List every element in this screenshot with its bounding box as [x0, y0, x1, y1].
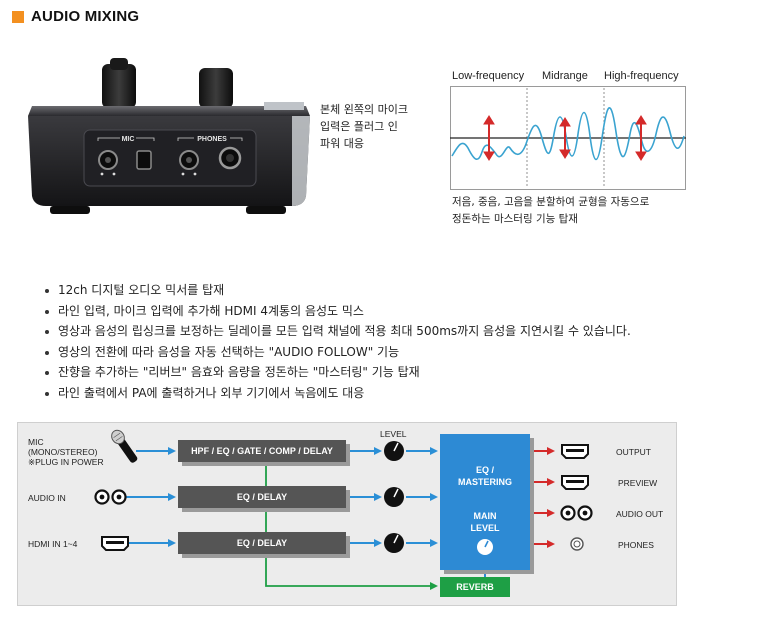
hdmi-output-icon — [561, 444, 589, 459]
waveform-caption-line: 정돈하는 마스터링 기능 탑재 — [452, 213, 578, 225]
title-marker — [12, 10, 24, 23]
device-caption-line: 본체 왼쪽의 마이크 — [320, 103, 408, 116]
mid-arrow-icon — [559, 117, 571, 159]
low-frequency-label: Low-frequency — [452, 70, 525, 82]
audio-out-label: AUDIO OUT — [616, 509, 664, 519]
mastering-block: EQ / MASTERING MAIN LEVEL — [440, 434, 530, 570]
feature-item: 영상과 음성의 립싱크를 보정하는 딜레이를 모든 입력 채널에 적용 최대 5… — [42, 321, 631, 342]
main-level-knob-icon — [477, 539, 493, 555]
hdmi-preview-icon — [561, 475, 589, 490]
microphone-icon — [111, 429, 138, 463]
mic-label-line: (MONO/STEREO) — [28, 447, 98, 457]
output-label: OUTPUT — [616, 447, 651, 457]
phones-jack-label: PHONES — [197, 136, 227, 143]
device-image: MIC PHONES — [24, 58, 314, 228]
device-caption-line: 파워 대응 — [320, 137, 364, 150]
audio-block-diagram: MIC (MONO/STEREO) ※PLUG IN POWER AUDIO I… — [17, 422, 677, 606]
waveform-graphic — [450, 86, 686, 190]
waveform-caption: 저음, 중음, 고음을 분할하여 균형을 자동으로 정돈하는 마스터링 기능 탑… — [452, 194, 649, 228]
audio-in-processing-block: EQ / DELAY — [178, 486, 346, 508]
low-arrow-icon — [483, 115, 495, 161]
high-arrow-icon — [635, 115, 647, 161]
mastering-label-line: MASTERING — [458, 477, 512, 487]
main-level-label-line: MAIN — [473, 511, 497, 521]
level-knob-icon — [384, 441, 404, 461]
preview-label: PREVIEW — [618, 478, 658, 488]
high-frequency-label: High-frequency — [604, 70, 679, 82]
section-title: AUDIO MIXING — [12, 8, 139, 25]
feature-item: 12ch 디지털 오디오 믹서를 탑재 — [42, 280, 631, 301]
reverb-block: REVERB — [440, 577, 510, 597]
feature-item: 영상의 전환에 따라 음성을 자동 선택하는 "AUDIO FOLLOW" 기능 — [42, 342, 631, 363]
feature-item: 라인 입력, 마이크 입력에 추가해 HDMI 4계통의 음성도 믹스 — [42, 301, 631, 322]
device-caption: 본체 왼쪽의 마이크 입력은 플러그 인 파워 대응 — [320, 101, 408, 152]
feature-item: 라인 출력에서 PA에 출력하거나 외부 기기에서 녹음에도 대응 — [42, 383, 631, 404]
hdmi-icon — [101, 536, 129, 551]
level-label: LEVEL — [380, 429, 407, 439]
audio-in-label: AUDIO IN — [28, 493, 66, 503]
device-caption-line: 입력은 플러그 인 — [320, 120, 398, 133]
waveform-caption-line: 저음, 중음, 고음을 분할하여 균형을 자동으로 — [452, 196, 650, 208]
headphone-jack-icon — [570, 537, 584, 551]
mic-label-line: ※PLUG IN POWER — [28, 457, 104, 467]
mic-processing-block: HPF / EQ / GATE / COMP / DELAY — [178, 440, 346, 462]
mastering-label-line: EQ / — [475, 465, 494, 475]
level-knob-icon — [384, 533, 404, 553]
page-title: AUDIO MIXING — [31, 8, 140, 25]
main-level-label-line: LEVEL — [470, 523, 500, 533]
reverb-send-line — [265, 461, 438, 590]
rca-jack-icon — [94, 489, 127, 505]
feature-item: 잔향을 추가하는 "리버브" 음효와 음량을 정돈하는 "마스터링" 기능 탑재 — [42, 362, 631, 383]
mic-label-line: MIC — [28, 437, 44, 447]
level-knob-icon — [384, 487, 404, 507]
mic-input-label: MIC (MONO/STEREO) ※PLUG IN POWER — [28, 437, 104, 467]
feature-list: 12ch 디지털 오디오 믹서를 탑재 라인 입력, 마이크 입력에 추가해 H… — [42, 280, 631, 403]
phones-output-label: PHONES — [618, 540, 654, 550]
rca-output-icon — [560, 505, 593, 521]
hdmi-in-processing-block: EQ / DELAY — [178, 532, 346, 554]
audio-wave — [451, 107, 685, 161]
mic-jack-label: MIC — [122, 136, 135, 143]
hdmi-in-label: HDMI IN 1~4 — [28, 539, 78, 549]
midrange-label: Midrange — [542, 70, 588, 82]
